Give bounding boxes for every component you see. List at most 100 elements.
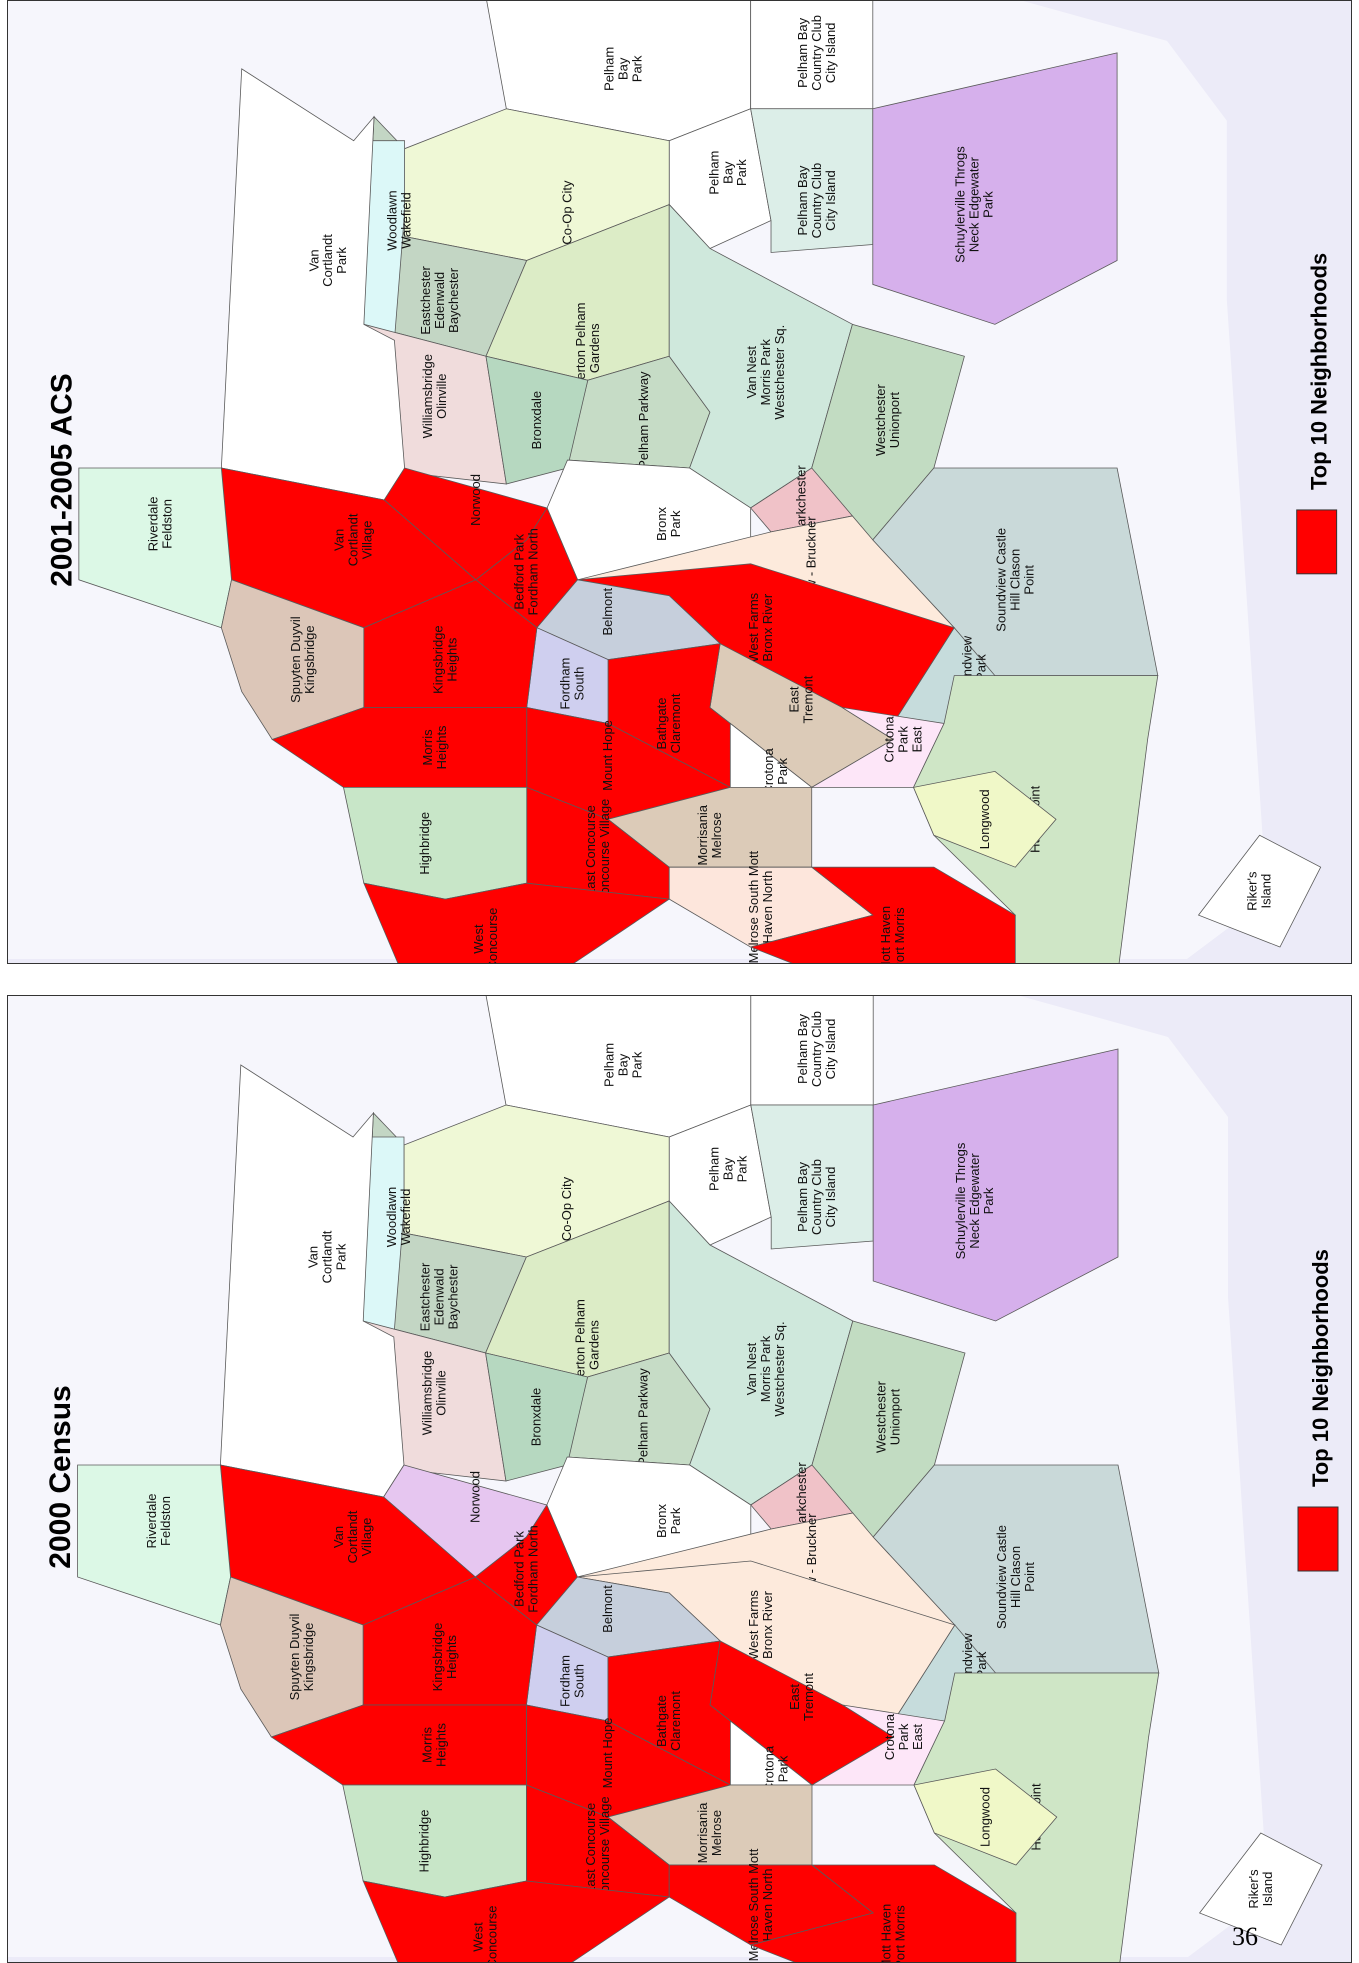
label-pelham-bay-park-n: PelhamBayPark — [601, 47, 644, 91]
label-morris-heights: MorrisHeights — [420, 1722, 449, 1767]
page-number: 36 — [1232, 1922, 1258, 1951]
label-melrose-south: Melrose South MottHaven North — [746, 851, 775, 963]
label-pelham-bay-cc-n: Pelham BayCountry ClubCity Island — [795, 15, 838, 91]
label-pelham-bay-cc-n: Pelham BayCountry ClubCity Island — [795, 1011, 838, 1087]
label-riverdale: RiverdaleFeldston — [144, 1494, 173, 1549]
region-pelham-bay-cc — [750, 1104, 874, 1250]
label-parkchester: Parkchester — [794, 465, 809, 535]
label-morrisania: MorrisaniaMelrose — [695, 1802, 724, 1863]
label-pelham-parkway: Pelham Parkway — [636, 371, 651, 469]
region-schuylerville — [872, 52, 1118, 325]
label-parkchester: Parkchester — [794, 1462, 809, 1532]
label-fordham-south: FordhamSouth — [557, 1655, 586, 1707]
label-melrose-south: Melrose South MottHaven North — [746, 1848, 775, 1961]
label-van-cortlandt-village: VanCortlandtVillage — [332, 513, 375, 566]
label-bronxdale: Bronxdale — [529, 1388, 544, 1447]
label-mott-haven: Mott HavenPort Morris — [878, 906, 907, 963]
label-east-concourse: East ConcourseConcourse Village — [583, 799, 612, 904]
label-bedford-park: Bedford ParkFordham North — [512, 528, 541, 615]
region-west-concourse — [362, 1880, 671, 1962]
label-mott-haven: Mott HavenPort Morris — [879, 1904, 908, 1962]
region-highbridge — [342, 1784, 527, 1898]
region-mott-haven — [749, 866, 1016, 963]
region-schuylerville — [872, 1048, 1119, 1322]
label-bronx-park: BronxPark — [654, 506, 683, 540]
region-longwood — [912, 770, 1057, 868]
label-co-op-city: Co-Op City — [559, 180, 574, 245]
label-west-farms: West FarmsBronx River — [746, 592, 775, 662]
label-spuyten-duyvil: Spuyten DuyvilKingsbridge — [287, 1614, 316, 1701]
map-title: 2000 Census — [44, 1385, 77, 1568]
label-westchester: WestchesterUnionport — [873, 384, 902, 457]
label-morrisania: MorrisaniaMelrose — [695, 804, 724, 865]
label-longwood: Longwood — [977, 1787, 992, 1847]
legend-label: Top 10 Neighborhoods — [1308, 1249, 1333, 1487]
region-west-concourse — [363, 882, 671, 963]
label-van-cortlandt-park: VanCortlandtPark — [306, 234, 349, 287]
label-bathgate: BathgateClaremont — [654, 693, 683, 753]
label-mount-hope: Mount Hope — [600, 720, 615, 791]
region-highbridge — [343, 786, 528, 900]
region-rikers — [1198, 1832, 1323, 1946]
label-westchester: WestchesterUnionport — [874, 1380, 903, 1453]
label-rikers: Riker'sIsland — [1245, 871, 1274, 911]
label-bronxdale: Bronxdale — [529, 391, 544, 449]
label-van-cortlandt-village: VanCortlandtVillage — [331, 1510, 374, 1563]
label-kingsbridge-heights: KingsbridgeHeights — [430, 625, 459, 694]
label-west-concourse: WestConcourse — [471, 1906, 500, 1962]
label-crotona-park: CrotonaPark — [761, 748, 790, 795]
label-longwood: Longwood — [977, 789, 992, 849]
label-rikers: Riker'sIsland — [1246, 1869, 1275, 1909]
region-mott-haven — [749, 1864, 1017, 1962]
label-belmont: Belmont — [600, 1585, 615, 1633]
label-eastchester: EastchesterEdenwaldBaychester — [418, 265, 461, 334]
label-schuylerville: Schuylerville ThrogsNeck EdgewaterPark — [953, 1142, 996, 1259]
label-crotona-park-east: CrotonaParkEast — [881, 716, 924, 763]
map-title: 2001-2005 ACS — [45, 373, 78, 586]
region-pelham-bay-cc — [750, 108, 874, 253]
label-east-concourse: East ConcourseConcourse Village — [583, 1796, 612, 1901]
label-bronx-park: BronxPark — [654, 1504, 683, 1538]
label-van-cortlandt-park: VanCortlandtPark — [306, 1230, 349, 1283]
label-allerton: Allerton PelhamGardens — [573, 1299, 602, 1391]
label-kingsbridge-heights: KingsbridgeHeights — [430, 1623, 459, 1692]
legend-swatch — [1297, 1506, 1339, 1572]
legend-swatch — [1296, 509, 1338, 575]
label-west-concourse: WestConcourse — [471, 908, 500, 963]
label-spuyten-duyvil: Spuyten DuyvilKingsbridge — [288, 616, 317, 703]
label-pelham-bay-park-n: PelhamBayPark — [601, 1043, 644, 1087]
region-crotona-park-east — [810, 1704, 946, 1786]
label-highbridge: Highbridge — [416, 1810, 431, 1873]
label-co-op-city: Co-Op City — [559, 1176, 574, 1241]
label-norwood: Norwood — [468, 474, 483, 526]
label-belmont: Belmont — [600, 588, 615, 636]
label-pelham-parkway: Pelham Parkway — [636, 1368, 651, 1466]
label-highbridge: Highbridge — [417, 812, 432, 875]
label-morris-heights: MorrisHeights — [420, 725, 449, 769]
label-van-nest: Van NestMorris ParkWestchester Sq. — [744, 325, 787, 420]
label-norwood: Norwood — [467, 1471, 482, 1523]
label-williamsbridge: WilliamsbridgeOlinville — [420, 1351, 449, 1436]
label-east-tremont: EastTremont — [787, 675, 816, 723]
label-bedford-park: Bedford ParkFordham North — [511, 1525, 540, 1612]
label-pelham-bay-cc: Pelham BayCountry ClubCity Island — [795, 1159, 838, 1235]
label-soundview-castle: Soundview CastleHill ClasonPoint — [994, 1525, 1037, 1629]
region-longwood — [913, 1768, 1058, 1866]
legend-label: Top 10 Neighborhoods — [1307, 253, 1332, 490]
label-riverdale: RiverdaleFeldston — [145, 497, 174, 552]
region-kingsbridge-heights — [363, 579, 538, 708]
region-kingsbridge-heights — [362, 1576, 538, 1706]
region-rikers — [1197, 834, 1322, 948]
label-east-tremont: EastTremont — [787, 1673, 816, 1721]
label-pelham-bay-cc: Pelham BayCountry ClubCity Island — [795, 163, 838, 239]
label-bathgate: BathgateClaremont — [654, 1691, 683, 1751]
label-williamsbridge: WilliamsbridgeOlinville — [420, 354, 449, 438]
label-eastchester: EastchesterEdenwaldBaychester — [418, 1262, 461, 1331]
label-fordham-south: FordhamSouth — [558, 658, 587, 710]
